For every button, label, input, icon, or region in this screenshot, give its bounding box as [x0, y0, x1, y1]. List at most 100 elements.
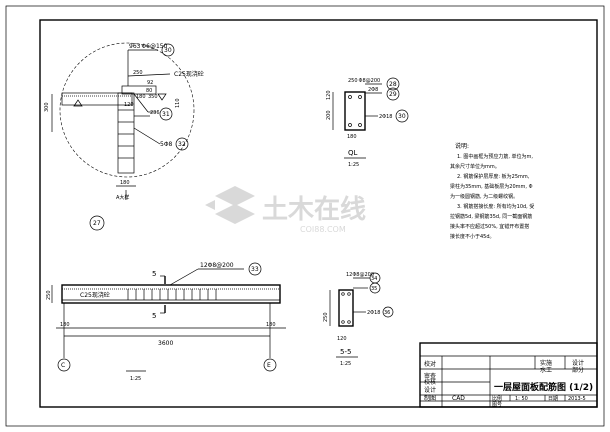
beam-dim-180-left: 180: [60, 322, 70, 328]
rebar-top-label: 963Φ6@150: [129, 43, 168, 50]
detail-circle-group: 963Φ6@150 30 C25现浇砼 250 92 80 180 350 12…: [44, 42, 204, 231]
beam-scale: 1:25: [130, 376, 141, 382]
notes-line-7: 拉钢筋5d, 梁钢筋35d, 同一截面钢筋: [450, 213, 532, 220]
dim-250-detail: 250: [133, 70, 143, 76]
section55-side: 2Φ18: [367, 310, 380, 316]
detail-num: 27: [93, 220, 101, 227]
beam-top-rebar: 12Φ8@200: [200, 262, 234, 269]
section55-mid-num: 35: [371, 286, 377, 292]
section55-side-num-circle: [382, 306, 394, 318]
tb-row5-value: CAD: [452, 395, 465, 402]
dim-350-detail: 350: [148, 94, 158, 100]
inner-frame: [39, 19, 598, 408]
tb-row4-label: 设计: [424, 386, 436, 394]
dim-110-detail: 110: [175, 98, 181, 108]
dim-92-detail: 92: [147, 80, 153, 86]
notes-line-5: 为一级圆钢筋, 为二级螺纹钢。: [450, 193, 518, 200]
ql-side-label: 2Φ18: [379, 114, 392, 120]
tb-row2-label: 审查: [424, 372, 436, 380]
axis-e-label: E: [267, 362, 271, 369]
tb-top-right-a: 实施: [540, 359, 552, 367]
notes-line-2: 其余尺寸单位为mm。: [450, 163, 500, 170]
notes-line-8: 接头率不应超过50%, 宜错开布置搭: [450, 223, 529, 230]
tb-drawing-title: 一层屋面板配筋图 (1/2): [494, 381, 593, 393]
ql-top-label: 250Φ8@200: [348, 78, 380, 84]
tb-row3-label: 校核: [424, 378, 436, 386]
beam-concrete-label: C25现浇砼: [80, 291, 110, 299]
axis-e-circle: [263, 358, 277, 372]
bar3-num: 32: [178, 141, 186, 148]
axis-c-label: C: [61, 362, 65, 369]
bar2-num-circle: [159, 107, 173, 121]
dim-300-detail: 300: [44, 102, 50, 112]
tb-row5-label: 制图: [424, 394, 436, 402]
ql-mid-num-circle: [386, 87, 400, 101]
section-55-group: 12Φ8@200 34 35 2Φ18 36 250 120 5-5 1:25: [323, 272, 394, 367]
concrete-label-detail: C25现浇砼: [174, 70, 204, 78]
tb-date-value: 2013-5: [568, 396, 586, 402]
cut-label-top: 5: [152, 270, 156, 278]
watermark-sub: COI88.COM: [300, 225, 346, 234]
beam-span: 3600: [158, 340, 173, 347]
bar3-num-circle: [175, 137, 189, 151]
dim-80-detail: 80: [146, 88, 152, 94]
level-marker-left: [73, 99, 83, 107]
section55-dim-120: 120: [337, 336, 347, 342]
title-block: 校对 审查 校核 设计 制图 CAD 实施 设计 水工 部分 一层屋面板配筋图 …: [419, 342, 598, 408]
beam-top-rebar-num: 33: [251, 266, 259, 273]
wall: [117, 92, 135, 174]
ql-side-num: 30: [398, 113, 406, 120]
tb-date-label: 日期: [548, 396, 558, 402]
ql-beam-outline: [344, 91, 366, 131]
section55-top-num: 34: [371, 276, 377, 282]
ql-stirrup-num-circle: [386, 77, 400, 91]
section55-top: 12Φ8@200: [346, 272, 374, 278]
section55-side-num: 36: [384, 310, 390, 316]
watermark-logo-icon: [205, 186, 255, 224]
ql-title: QL: [348, 149, 358, 157]
rebar-top-num: 30: [164, 47, 172, 54]
tb-second-right-b: 部分: [572, 366, 584, 374]
ql-dim-180: 180: [347, 134, 357, 140]
level-marker-right: [157, 93, 167, 101]
tb-top-right-b: 设计: [572, 359, 584, 367]
beam-outline: [61, 284, 281, 304]
notes-heading: 说明:: [455, 142, 469, 150]
rebar-top-num-circle: [161, 43, 175, 57]
axis-label-detail: A大样: [116, 194, 129, 201]
beam-top-rebar-num-circle: [248, 262, 262, 276]
section55-outline: [338, 289, 354, 327]
bar2-num: 31: [162, 111, 170, 118]
tb-drawing-no-label: 图号: [492, 402, 502, 408]
section55-title: 5-5: [340, 348, 351, 356]
notes-line-1: 1. 图中画框为预应力筋, 单位为m,: [457, 153, 533, 160]
section55-scale: 1:25: [340, 361, 351, 367]
beam-elevation-group: C25现浇砼 12Φ8@200 33 5 5 250 180 180 3600 …: [46, 262, 286, 382]
parapet: [121, 85, 157, 95]
watermark-text: 土木在线: [262, 195, 366, 225]
axis-c-circle: [57, 358, 71, 372]
tb-scale-value: 1: 50: [515, 396, 528, 402]
slab: [61, 92, 133, 106]
detail-num-circle: [89, 215, 105, 231]
ql-mid-label: 2Φ8: [368, 87, 378, 93]
ql-side-num-circle: [395, 109, 409, 123]
notes-line-4: 梁柱为35mm, 基础板层为20mm, Φ: [450, 183, 533, 190]
dim-120-detail: 120: [124, 102, 134, 108]
notes-line-3: 2. 钢筋保护层厚度: 板为25mm,: [457, 173, 530, 180]
cut-label-bottom: 5: [152, 312, 156, 320]
bar2-label: 236: [150, 110, 160, 116]
notes-line-9: 接长度不小于45d。: [450, 233, 495, 240]
dim-180-detail: 180: [136, 94, 146, 100]
tb-row1-label: 校对: [424, 360, 436, 368]
section55-mid-num-circle: [369, 282, 381, 294]
tb-scale-label: 比例: [492, 395, 502, 402]
outer-frame: [5, 5, 605, 427]
tb-second-right-a: 水工: [540, 366, 552, 374]
beam-dim-180-right: 180: [266, 322, 276, 328]
beam-dim-250: 250: [46, 290, 52, 300]
notes-group: 说明: 1. 图中画框为预应力筋, 单位为m, 其余尺寸单位为mm。 2. 钢筋…: [450, 142, 534, 240]
watermark: 土木在线 COI88.COM: [205, 186, 366, 234]
bar3-label: 5Φ8: [160, 141, 173, 148]
